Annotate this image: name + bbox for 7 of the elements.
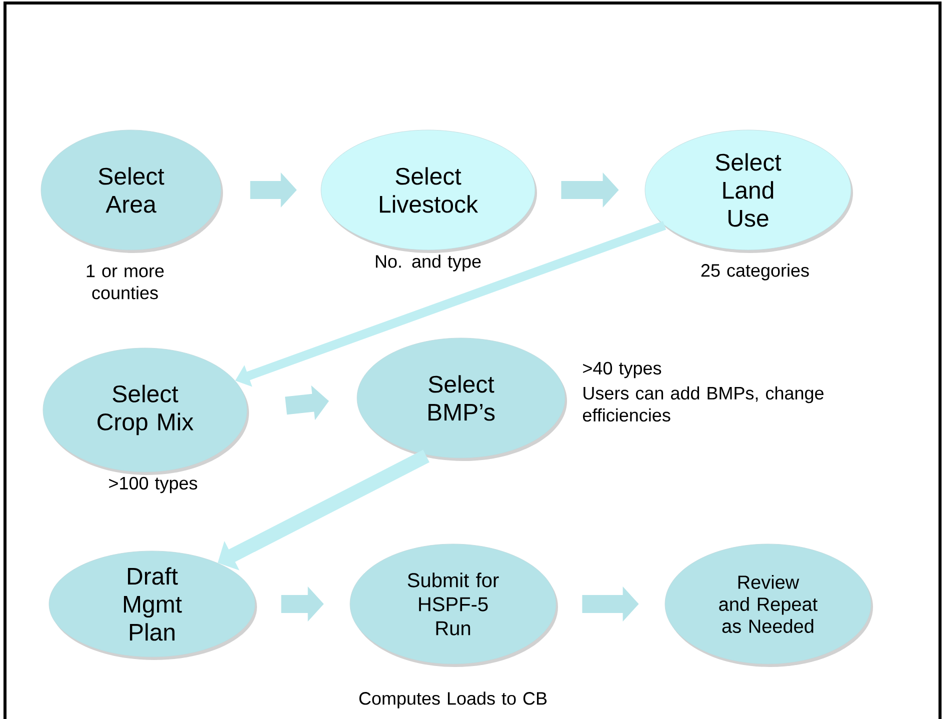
note-text: 1 or more counties xyxy=(86,264,164,300)
note-text: Computes Loads to CB xyxy=(359,692,547,708)
note-text: >100 types xyxy=(109,476,198,494)
note-text: >40 types xyxy=(583,362,662,378)
note-text: No. and type xyxy=(376,254,481,272)
note-text: Users can add BMPs, change efficiencies xyxy=(582,386,824,422)
note-text: 25 categories xyxy=(701,264,809,280)
